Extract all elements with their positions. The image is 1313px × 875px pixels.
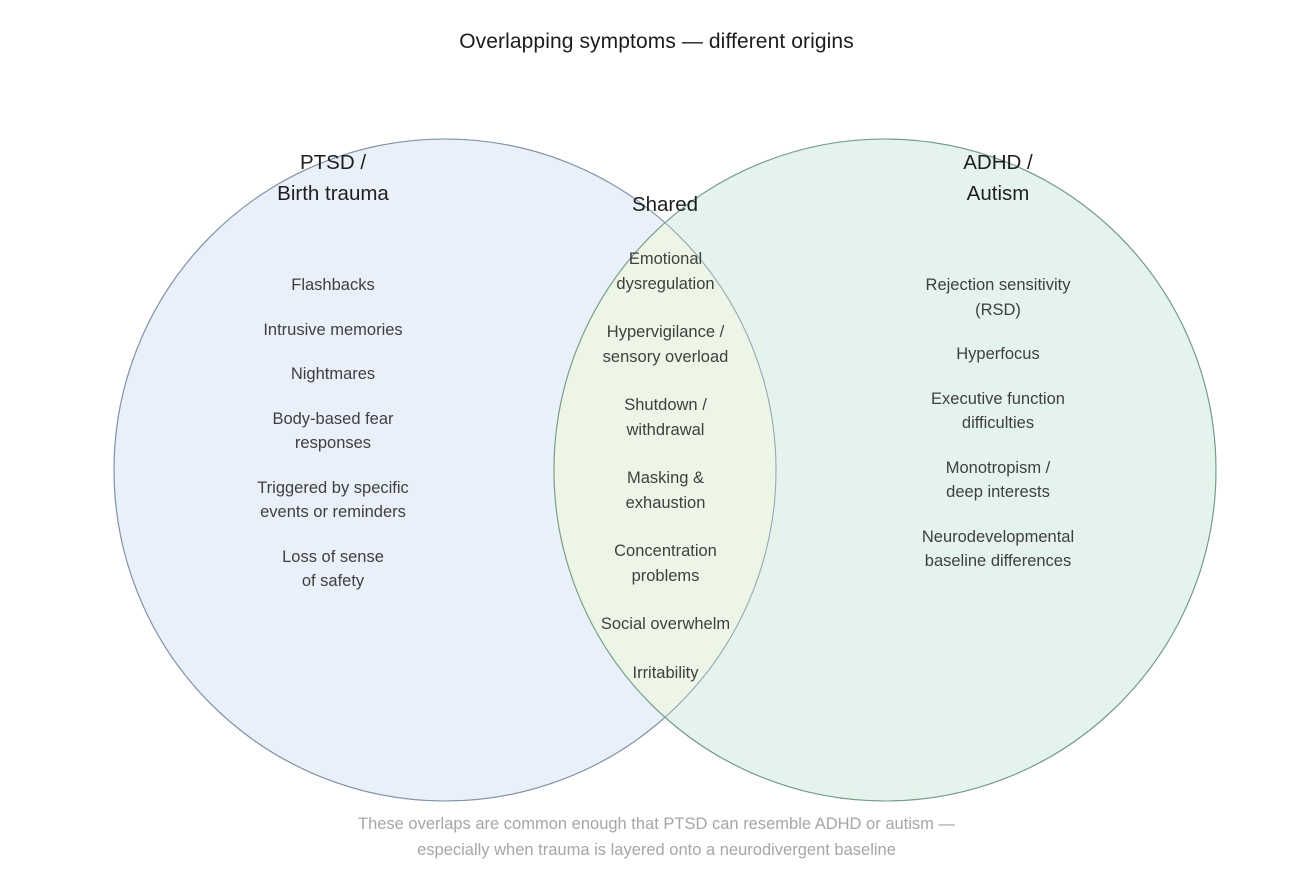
list-item: Monotropism / deep interests [848,456,1148,505]
shared-set-heading: Shared [545,189,785,220]
list-item-line: problems [631,566,700,585]
right-set-items: Rejection sensitivity (RSD) Hyperfocus E… [848,273,1148,574]
list-item-line: Shutdown / [624,396,707,414]
list-item: Irritability [543,661,788,686]
list-item: Executive function difficulties [848,387,1148,436]
list-item-line: Irritability [632,663,699,682]
list-item-line: withdrawal [626,420,705,439]
left-set-heading-line2: Birth trauma [277,182,389,205]
list-item: Nightmares [183,362,483,387]
left-set-items: Flashbacks Intrusive memories Nightmares… [183,273,483,594]
list-item: Flashbacks [183,273,483,298]
list-item: Intrusive memories [183,318,483,343]
list-item-line: Intrusive memories [263,320,403,339]
list-item-line: Monotropism / [945,458,1051,477]
list-item-line: Masking & [626,469,705,487]
venn-circle-left-outline [113,138,777,802]
list-item-line: Nightmares [290,365,376,383]
list-item-line: Body-based fear [272,409,394,428]
list-item-line: Neurodevelopmental [921,527,1075,546]
list-item-line: Loss of sense [282,547,384,566]
right-set-heading-line2: Autism [966,182,1030,205]
list-item-line: of safety [301,572,365,590]
right-set-heading-line1: ADHD / [963,151,1033,174]
list-item-line: exhaustion [625,493,706,512]
list-item-line: Hyperfocus [956,345,1040,363]
list-item: Emotional dysregulation [543,247,788,296]
list-item: Rejection sensitivity (RSD) [848,273,1148,322]
list-item-line: sensory overload [602,347,729,366]
list-item: Loss of sense of safety [183,545,483,594]
list-item: Shutdown / withdrawal [543,393,788,442]
list-item-line: Concentration [614,542,717,560]
list-item: Hypervigilance / sensory overload [543,320,788,369]
left-set-heading: PTSD / Birth trauma [183,147,483,209]
list-item: Neurodevelopmental baseline differences [848,525,1148,574]
list-item-line: dysregulation [616,274,715,293]
list-item-line: (RSD) [975,300,1021,319]
shared-set-items: Emotional dysregulation Hypervigilance /… [543,247,788,685]
right-set-heading: ADHD / Autism [848,147,1148,209]
list-item-line: Executive function [931,389,1065,408]
shared-set-heading-text: Shared [631,193,699,216]
list-item-line: difficulties [961,414,1035,432]
footnote-line2: especially when trauma is layered onto a… [417,841,896,859]
list-item-line: baseline differences [924,552,1072,570]
footnote-line1: These overlaps are common enough that PT… [357,815,955,833]
list-item-line: Emotional [628,250,703,268]
list-item-line: Triggered by specific [257,478,409,497]
page-title: Overlapping symptoms — different origins [459,30,854,53]
list-item: Masking & exhaustion [543,466,788,515]
list-item: Concentration problems [543,539,788,588]
list-item-line: responses [294,434,372,452]
list-item: Hyperfocus [848,342,1148,367]
list-item-line: Flashbacks [291,276,375,294]
left-set-heading-line1: PTSD / [299,151,367,174]
list-item-line: events or reminders [260,503,406,521]
venn-circle-right-outline [553,138,1217,802]
footnote-caption: These overlaps are common enough that PT… [0,811,1313,863]
list-item-line: deep interests [946,483,1050,501]
list-item: Body-based fear responses [183,407,483,456]
list-item-line: Social overwhelm [600,615,731,633]
list-item-line: Rejection sensitivity [925,276,1071,294]
list-item-line: Hypervigilance / [606,323,725,341]
list-item: Triggered by specific events or reminder… [183,476,483,525]
list-item: Social overwhelm [543,612,788,637]
